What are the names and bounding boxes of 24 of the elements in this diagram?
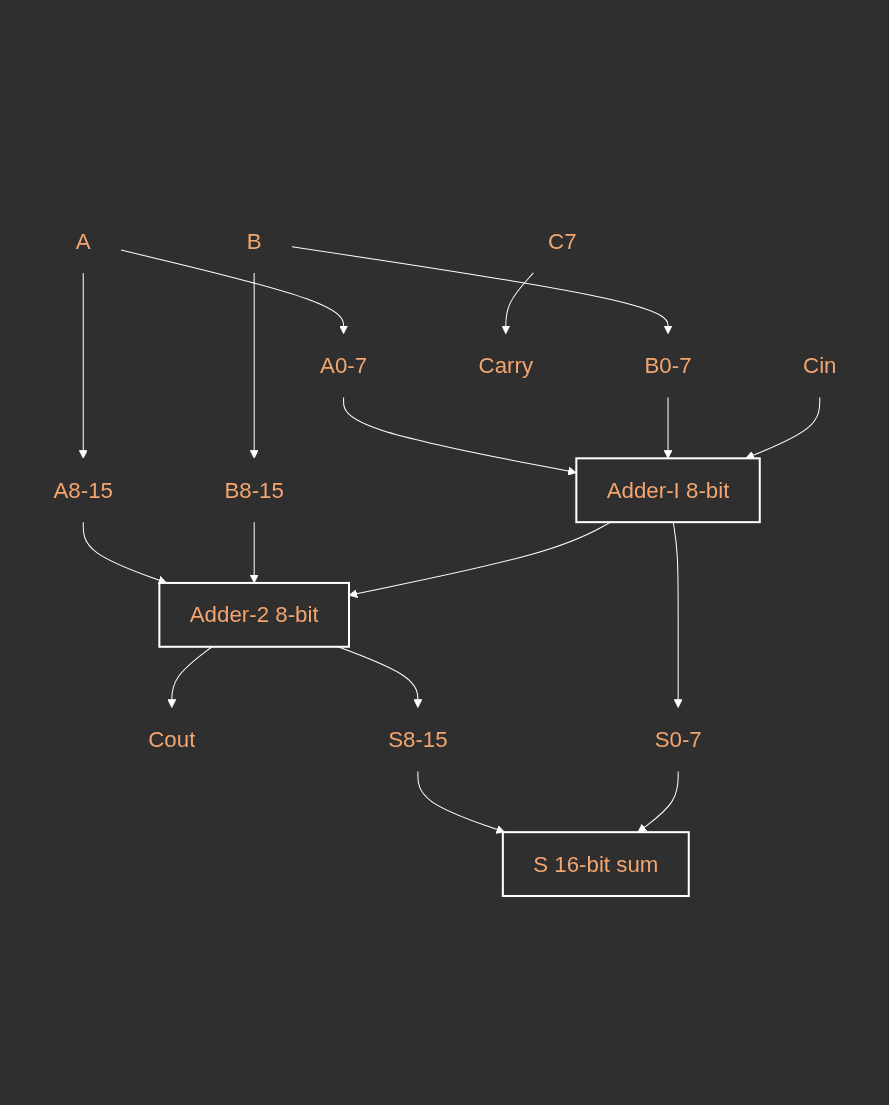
node-box: Adder-2 8-bit (157, 581, 350, 648)
node-text: Cin (802, 352, 836, 379)
arrow (166, 646, 212, 708)
arrow (291, 246, 672, 335)
node-text: A (75, 228, 91, 254)
node-text: Cout (147, 726, 195, 753)
node-text: A0-7 (319, 352, 367, 379)
node-text: B0-7 (643, 352, 692, 379)
arrow (500, 272, 534, 335)
node-text: B8-15 (223, 477, 284, 503)
node-text: C7 (547, 228, 577, 254)
arrow (416, 770, 505, 834)
node-box: Adder-I 8-bit (574, 457, 761, 524)
node-text: Carry (478, 352, 533, 379)
arrow (663, 397, 672, 459)
arrow (637, 770, 679, 833)
arrow (78, 272, 88, 459)
node-text: A8-15 (53, 477, 113, 503)
node-text: B (246, 228, 262, 254)
node-text: S8-15 (387, 726, 448, 753)
arrow (249, 272, 259, 459)
node-box: S 16-bit sum (501, 831, 690, 897)
arrow (120, 249, 348, 335)
node-text: S0-7 (654, 726, 702, 753)
